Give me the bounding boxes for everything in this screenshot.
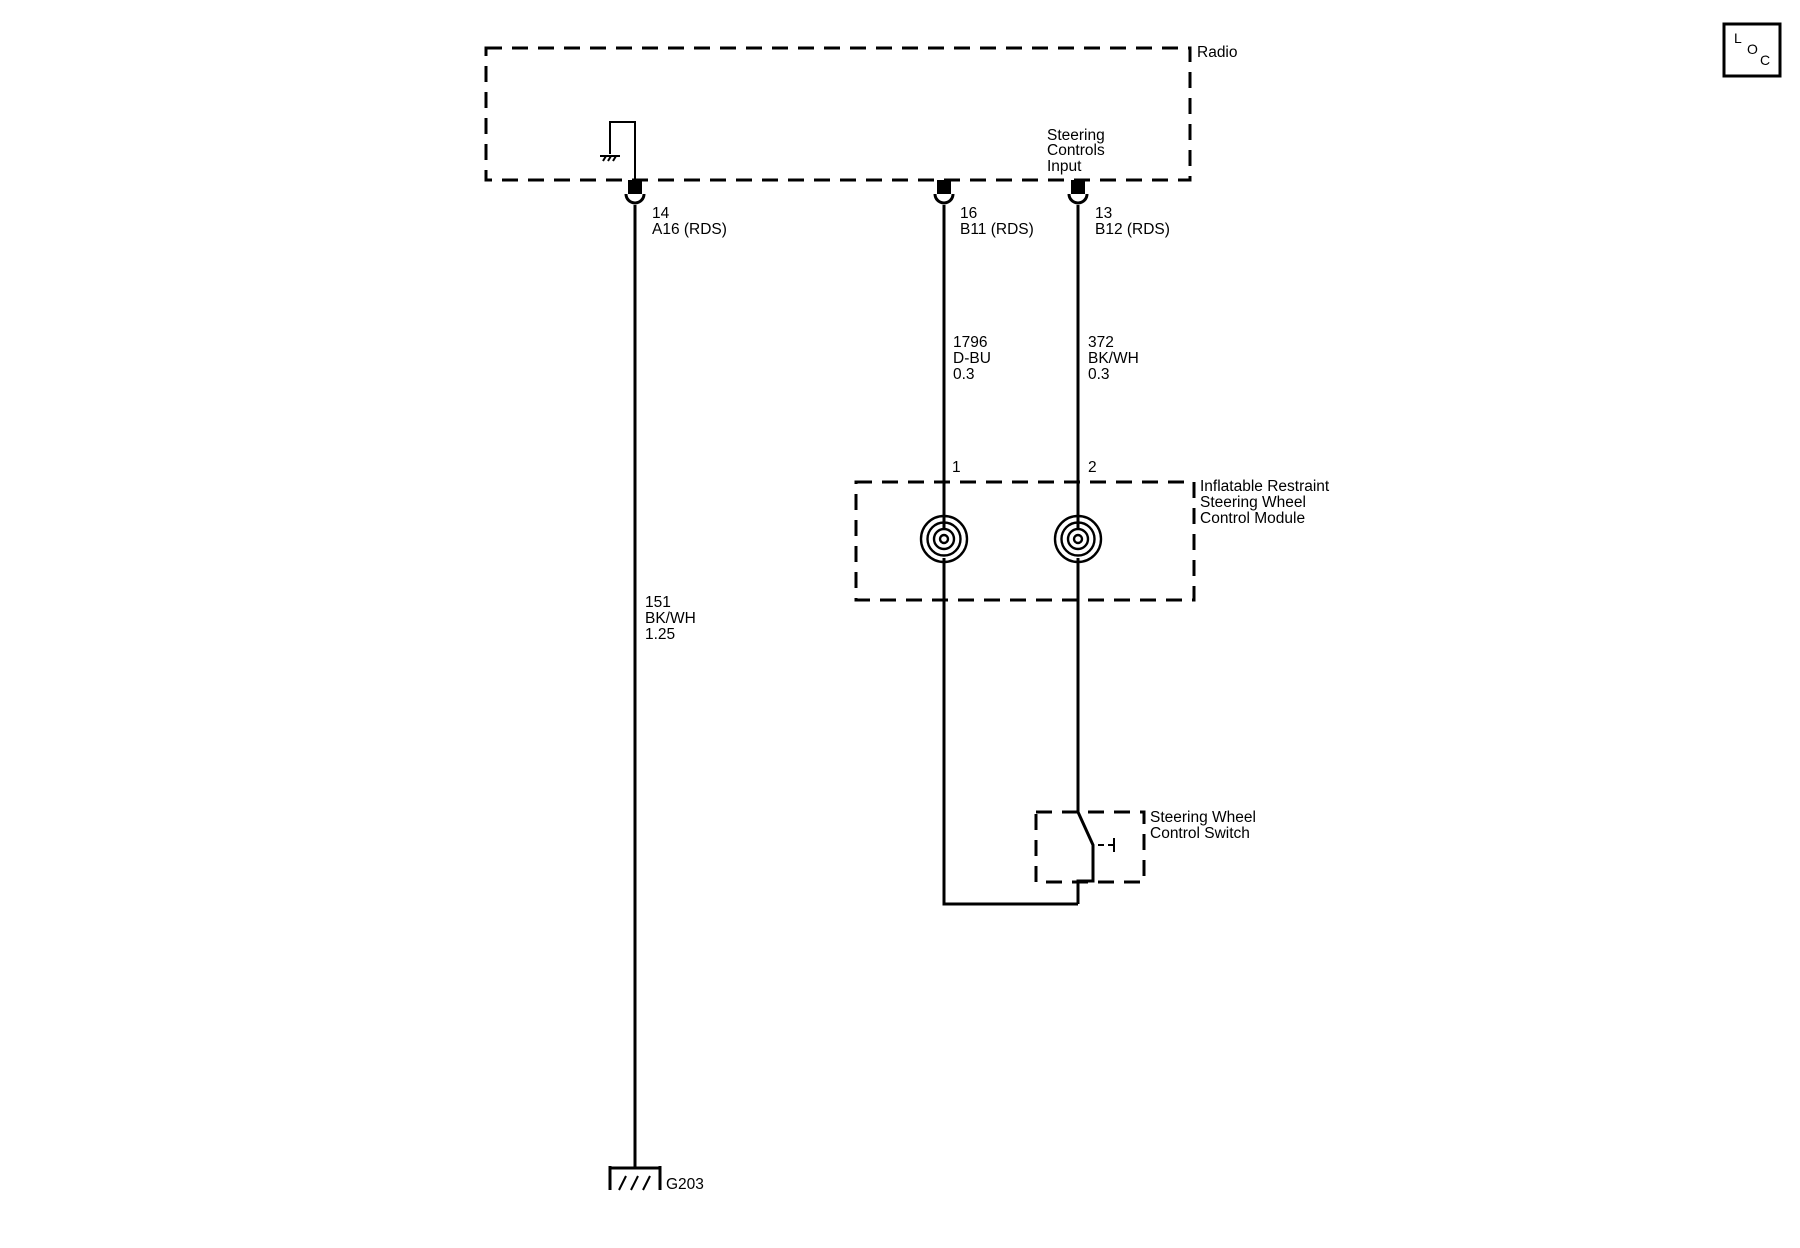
module-pin-1: 1: [952, 459, 961, 476]
loc-badge: L O C: [1722, 22, 1782, 78]
connector-terminal-b11: [933, 180, 955, 205]
wire-1796-circuit: 1796: [953, 334, 987, 351]
loc-letter-c: C: [1760, 52, 1770, 68]
wire-372-gauge: 0.3: [1088, 366, 1110, 383]
connector-id-a16: A16 (RDS): [652, 221, 727, 238]
radio-input-label-3: Input: [1047, 158, 1082, 175]
connector-terminal-a16: [624, 180, 646, 205]
steering-wheel-control-switch: Steering Wheel Control Switch: [1034, 809, 1256, 884]
wire-151-circuit: 151: [645, 594, 671, 611]
module-label-2: Steering Wheel: [1200, 494, 1306, 511]
wire-372-circuit: 372: [1088, 334, 1114, 351]
radio-internal-ground-icon: [600, 121, 636, 180]
module-pin-2: 2: [1088, 459, 1097, 476]
radio-input-label-1: Steering: [1047, 127, 1105, 144]
switch-boundary: [1034, 810, 1146, 884]
clockspring-coil-1-icon: [919, 514, 969, 564]
module-label-3: Control Module: [1200, 510, 1305, 527]
switch-label-2: Control Switch: [1150, 825, 1250, 842]
connector-id-b11: B11 (RDS): [960, 221, 1034, 238]
loc-letter-o: O: [1747, 41, 1758, 57]
loc-letter-l: L: [1734, 30, 1742, 46]
wire-1796-lower: [942, 558, 1078, 906]
wire-372-lower: [1076, 558, 1095, 904]
module-boundary: [854, 480, 1196, 602]
ground-g203-icon: G203: [608, 1166, 704, 1193]
connector-pin-13: 13: [1095, 205, 1112, 222]
wire-151-gauge: 1.25: [645, 626, 675, 643]
wire-151-color: BK/WH: [645, 610, 696, 627]
radio-boundary: [484, 46, 1192, 182]
radio-module: Radio Steering Controls Input: [484, 44, 1238, 182]
clockspring-coil-2-icon: [1053, 514, 1103, 564]
radio-label: Radio: [1197, 44, 1238, 61]
connector-pin-14: 14: [652, 205, 670, 222]
wire-372-color: BK/WH: [1088, 350, 1139, 367]
connector-pin-16: 16: [960, 205, 977, 222]
connector-id-b12: B12 (RDS): [1095, 221, 1170, 238]
radio-input-label-2: Controls: [1047, 142, 1105, 159]
module-label-1: Inflatable Restraint: [1200, 478, 1330, 495]
connector-terminal-b12: [1067, 180, 1089, 205]
inflatable-restraint-module: 1 2 Inflatable Restraint Steering Wheel …: [854, 459, 1330, 602]
wire-1796-gauge: 0.3: [953, 366, 975, 383]
ground-label: G203: [666, 1176, 704, 1193]
switch-label-1: Steering Wheel: [1150, 809, 1256, 826]
wire-1796-color: D-BU: [953, 350, 991, 367]
